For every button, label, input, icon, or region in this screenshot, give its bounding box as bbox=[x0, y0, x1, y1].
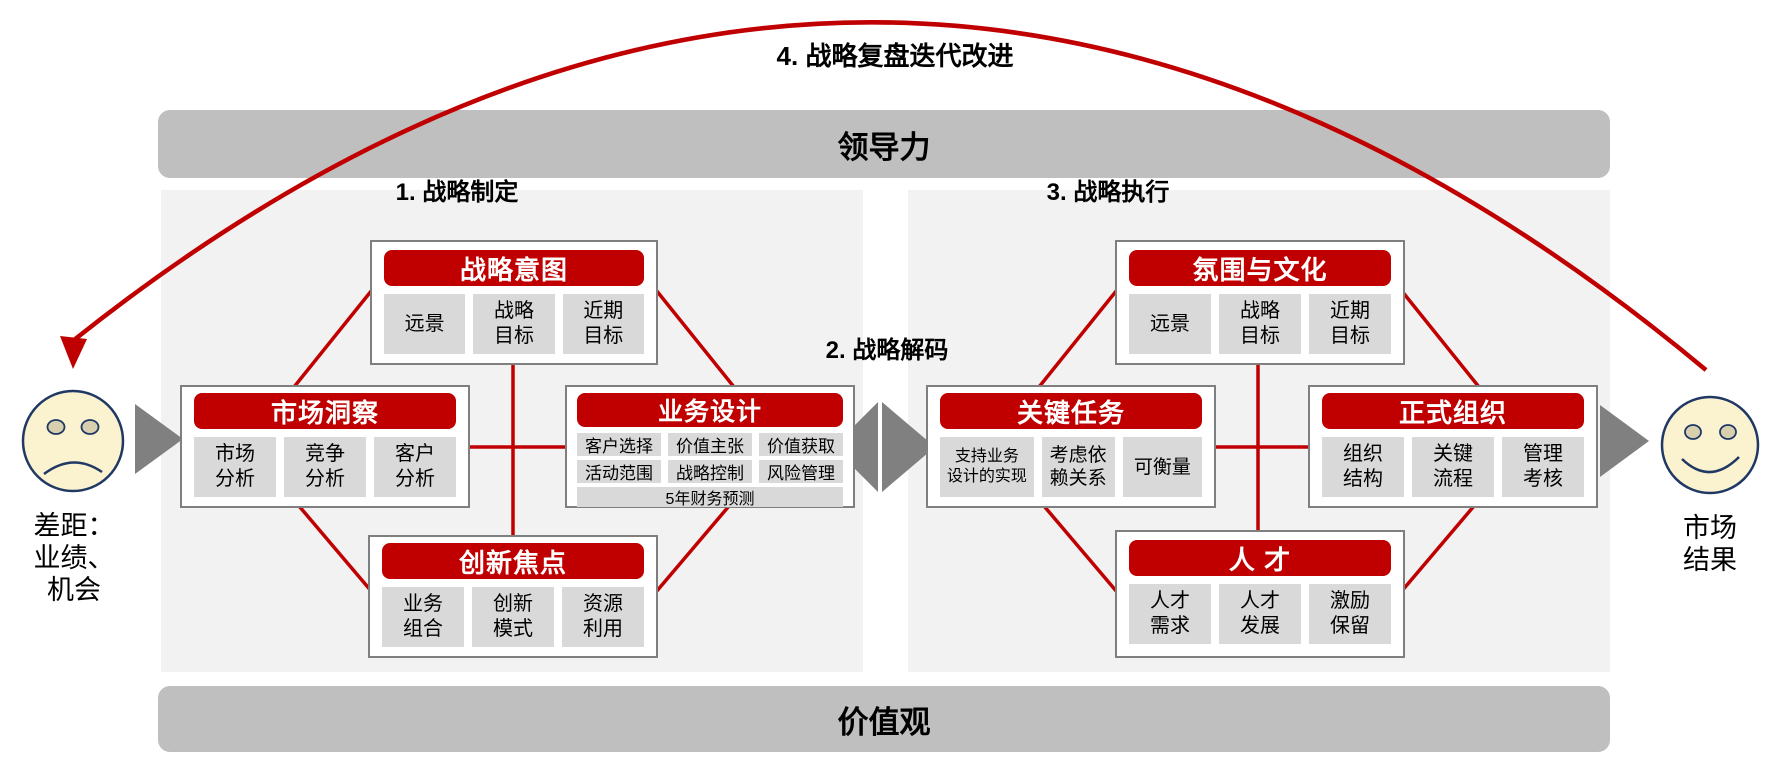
sub-item: 风险管理 bbox=[759, 460, 843, 483]
box-title: 关键任务 bbox=[940, 393, 1202, 429]
sub-item: 远景 bbox=[1129, 294, 1211, 354]
sub-item: 支持业务 设计的实现 bbox=[940, 437, 1034, 497]
values-bar: 价值观 bbox=[158, 686, 1610, 752]
box-title: 人 才 bbox=[1129, 540, 1391, 576]
box-talent: 人 才 人才 需求 人才 发展 激励 保留 bbox=[1115, 530, 1405, 658]
leadership-bar-label: 领导力 bbox=[837, 129, 931, 165]
sub-item: 组织 结构 bbox=[1322, 437, 1404, 497]
sub-item: 人才 需求 bbox=[1129, 584, 1211, 644]
sub-item: 价值获取 bbox=[759, 433, 843, 456]
arc-step-label: 4. 战略复盘迭代改进 bbox=[776, 41, 1014, 71]
section-title-execution: 3. 战略执行 bbox=[1046, 179, 1170, 206]
box-key-tasks: 关键任务 支持业务 设计的实现 考虑依 赖关系 可衡量 bbox=[926, 385, 1216, 508]
leadership-bar: 领导力 bbox=[158, 110, 1610, 178]
sub-item: 活动范围 bbox=[577, 460, 661, 483]
box-title: 业务设计 bbox=[577, 393, 843, 427]
sub-item: 管理 考核 bbox=[1502, 437, 1584, 497]
box-business-design: 业务设计 客户选择 价值主张 价值获取 活动范围 战略控制 风险管理 5年财务预… bbox=[565, 385, 855, 508]
sub-item: 考虑依 赖关系 bbox=[1041, 437, 1115, 497]
sub-item: 战略控制 bbox=[668, 460, 752, 483]
box-innovation-focus: 创新焦点 业务 组合 创新 模式 资源 利用 bbox=[368, 535, 658, 658]
section-title-decode: 2. 战略解码 bbox=[825, 337, 949, 364]
sub-item: 客户 分析 bbox=[374, 437, 456, 497]
box-strategic-intent: 战略意图 远景 战略 目标 近期 目标 bbox=[370, 240, 658, 365]
sub-item: 市场 分析 bbox=[194, 437, 276, 497]
box-market-insight: 市场洞察 市场 分析 竞争 分析 客户 分析 bbox=[180, 385, 470, 508]
sub-item: 战略 目标 bbox=[1219, 294, 1301, 354]
box-formal-organization: 正式组织 组织 结构 关键 流程 管理 考核 bbox=[1308, 385, 1598, 508]
box-title: 市场洞察 bbox=[194, 393, 456, 429]
sub-item: 客户选择 bbox=[577, 433, 661, 456]
box-title: 氛围与文化 bbox=[1129, 250, 1391, 286]
sub-item: 创新 模式 bbox=[472, 587, 554, 647]
feedback-arc-arrowhead-icon bbox=[60, 336, 87, 369]
sub-item: 战略 目标 bbox=[473, 294, 555, 354]
box-title: 战略意图 bbox=[384, 250, 644, 286]
sub-item: 业务 组合 bbox=[382, 587, 464, 647]
box-title: 创新焦点 bbox=[382, 543, 644, 579]
box-culture: 氛围与文化 远景 战略 目标 近期 目标 bbox=[1115, 240, 1405, 365]
sub-item: 价值主张 bbox=[668, 433, 752, 456]
sub-item: 关键 流程 bbox=[1412, 437, 1494, 497]
sub-item-wide: 5年财务预测 bbox=[577, 487, 843, 508]
sad-face-icon bbox=[21, 389, 125, 493]
section-title-formulation: 1. 战略制定 bbox=[395, 179, 519, 206]
box-title: 正式组织 bbox=[1322, 393, 1584, 429]
sub-item: 近期 目标 bbox=[562, 294, 644, 354]
values-bar-label: 价值观 bbox=[837, 704, 931, 740]
sub-item: 激励 保留 bbox=[1309, 584, 1391, 644]
sub-item: 近期 目标 bbox=[1309, 294, 1391, 354]
market-results-label: 市场 结果 bbox=[1683, 513, 1737, 575]
gap-label: 差距： 业绩、 机会 bbox=[33, 511, 115, 605]
sub-item: 远景 bbox=[384, 294, 466, 354]
sub-item: 资源 利用 bbox=[562, 587, 644, 647]
sub-item: 可衡量 bbox=[1122, 437, 1202, 497]
sub-item: 竞争 分析 bbox=[284, 437, 366, 497]
sub-item: 人才 发展 bbox=[1219, 584, 1301, 644]
happy-face-icon bbox=[1660, 395, 1760, 495]
